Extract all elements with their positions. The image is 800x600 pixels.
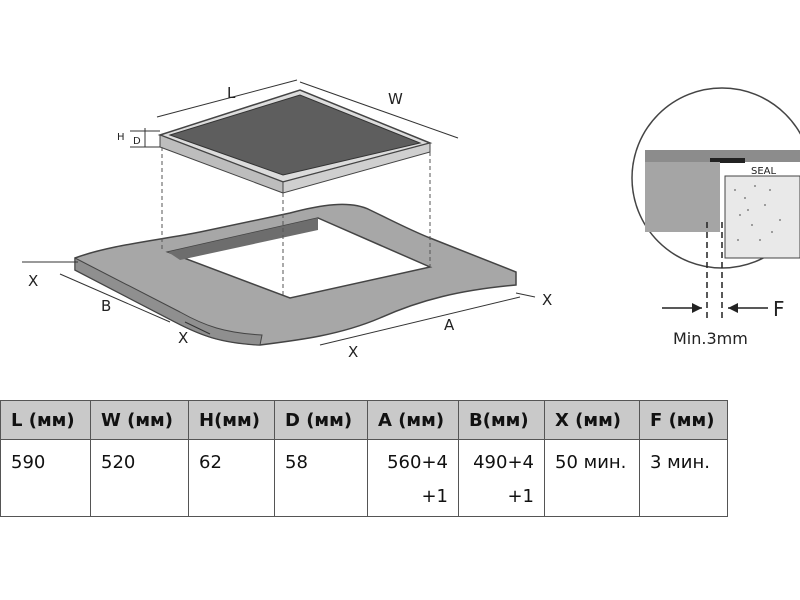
cell-X: 50 мин. bbox=[544, 439, 640, 517]
cell-W: 520 bbox=[90, 439, 189, 517]
dim-D-label: D bbox=[133, 136, 141, 147]
header-H: H(мм) bbox=[188, 400, 275, 440]
dim-B-label: B bbox=[101, 297, 111, 315]
cell-H-value: 62 bbox=[199, 452, 222, 473]
hob bbox=[157, 89, 433, 194]
table-header-row: L (мм) W (мм) H(мм) D (мм) A (мм) B(мм) … bbox=[0, 400, 728, 440]
cell-A: 560+4 +1 bbox=[367, 439, 459, 517]
seal-label: SEAL bbox=[751, 166, 777, 177]
dim-F-label: F bbox=[773, 297, 785, 321]
min-gap-label: Min.3mm bbox=[673, 329, 748, 348]
cell-B-value: 490+4 bbox=[473, 452, 534, 473]
dim-W-label: W bbox=[388, 90, 403, 108]
header-D: D (мм) bbox=[274, 400, 368, 440]
seal-detail: SEAL bbox=[631, 87, 800, 320]
dim-X-label-right: X bbox=[542, 291, 552, 309]
cell-L: 590 bbox=[0, 439, 91, 517]
cell-B-tolerance: +1 bbox=[507, 486, 534, 507]
header-L: L (мм) bbox=[0, 400, 91, 440]
cell-D: 58 bbox=[274, 439, 368, 517]
header-B: B(мм) bbox=[458, 400, 545, 440]
projection-lines bbox=[161, 147, 431, 298]
table-row: 590 520 62 58 560+4 +1 490+4 +1 50 мин. … bbox=[0, 439, 728, 517]
installation-diagram: L W H D B A X X X X SEAL F Min.3mm bbox=[22, 79, 800, 361]
dim-L-label: L bbox=[227, 84, 236, 102]
spec-table: L (мм) W (мм) H(мм) D (мм) A (мм) B(мм) … bbox=[0, 400, 728, 517]
dim-X-label-left: X bbox=[28, 272, 38, 290]
cell-F: 3 мин. bbox=[639, 439, 728, 517]
dim-H-label: H bbox=[117, 132, 125, 143]
dimension-lines bbox=[22, 79, 536, 346]
cell-H: 62 bbox=[188, 439, 275, 517]
cell-A-value: 560+4 bbox=[387, 452, 448, 473]
header-F: F (мм) bbox=[639, 400, 728, 440]
countertop bbox=[74, 203, 517, 346]
cell-W-value: 520 bbox=[101, 452, 136, 473]
cell-A-tolerance: +1 bbox=[421, 486, 448, 507]
dim-X-label-front: X bbox=[348, 343, 358, 361]
cell-F-value: 3 мин. bbox=[650, 452, 710, 473]
header-W: W (мм) bbox=[90, 400, 189, 440]
cell-B: 490+4 +1 bbox=[458, 439, 545, 517]
header-X: X (мм) bbox=[544, 400, 640, 440]
dim-X-label-bottom: X bbox=[178, 329, 188, 347]
cell-L-value: 590 bbox=[11, 452, 46, 473]
cell-X-value: 50 мин. bbox=[555, 452, 627, 473]
header-A: A (мм) bbox=[367, 400, 459, 440]
cell-D-value: 58 bbox=[285, 452, 308, 473]
dim-A-label: A bbox=[444, 316, 455, 334]
gap-arrows bbox=[662, 303, 768, 313]
